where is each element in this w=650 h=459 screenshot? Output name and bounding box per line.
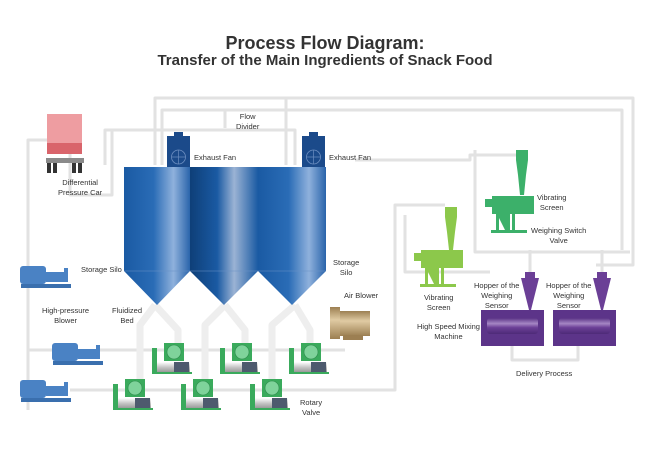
label-line: Fluidized <box>112 306 143 315</box>
label-rotary-valve: Rotary Valve <box>300 398 322 418</box>
label-storage-silo: Storage Silo <box>333 258 359 278</box>
rotary-valve[interactable] <box>152 343 192 374</box>
label-differential-pressure-car: Differential Pressure Car <box>58 178 102 198</box>
label-line: Vibrating <box>424 293 454 302</box>
label-line: Weighing <box>553 291 585 300</box>
label-hopper-weighing-sensor: Hopper of the Weighing Sensor <box>546 281 591 311</box>
weighing-sensor-hopper[interactable] <box>521 272 539 310</box>
rotary-valve[interactable] <box>250 379 290 410</box>
rotary-valve[interactable] <box>289 343 329 374</box>
label-flow-divider: Flow Divider <box>236 112 259 132</box>
pipe <box>473 150 630 254</box>
pipe-network <box>26 96 635 410</box>
label-line: Machine <box>434 332 463 341</box>
pipe <box>160 108 624 250</box>
exhaust-fan[interactable] <box>302 132 325 167</box>
label-line: Pressure Car <box>58 188 103 197</box>
label-line: Weighing <box>481 291 513 300</box>
label-high-pressure-blower: High-pressure Blower <box>42 306 89 326</box>
rotary-valve[interactable] <box>181 379 221 410</box>
label-delivery-process: Delivery Process <box>516 369 573 378</box>
label-line: Differential <box>62 178 98 187</box>
weighing-sensor-hopper[interactable] <box>593 272 611 310</box>
label-line: Rotary <box>300 398 323 407</box>
label-weighing-switch-valve: Weighing Switch Valve <box>531 226 586 246</box>
label-exhaust-fan: Exhaust Fan <box>194 153 237 162</box>
label-line: Storage <box>333 258 360 267</box>
label-line: Sensor <box>556 301 581 310</box>
vibrating-screen-upper[interactable] <box>485 150 534 233</box>
pipe <box>68 130 114 197</box>
label-line: Flow <box>239 112 256 121</box>
rotary-valve[interactable] <box>220 343 260 374</box>
differential-pressure-car[interactable] <box>46 114 84 173</box>
pipe <box>153 96 635 267</box>
high-speed-mixing-machine[interactable] <box>553 310 616 346</box>
storage-silo[interactable] <box>258 167 326 305</box>
diagram-title: Process Flow Diagram: <box>225 33 425 53</box>
high-speed-mixing-machine[interactable] <box>481 310 544 346</box>
label-line: High Speed Mixing <box>417 322 480 331</box>
label-storage-silo: Storage Silo <box>81 265 122 274</box>
label-vibrating-screen: Vibrating Screen <box>537 193 566 213</box>
storage-silo[interactable] <box>124 167 190 305</box>
label-line: Screen <box>539 203 564 212</box>
fluidized-bed-chutes <box>136 302 314 380</box>
label-line: Divider <box>236 122 260 131</box>
pipe <box>403 215 490 274</box>
label-line: Weighing Switch <box>531 226 587 235</box>
high-pressure-blowers <box>20 266 103 402</box>
rotary-valves <box>113 343 329 410</box>
label-line: Hopper of the <box>546 281 592 290</box>
label-line: Valve <box>301 408 321 417</box>
label-line: Sensor <box>484 301 509 310</box>
label-line: Bed <box>120 316 134 325</box>
pipe <box>103 128 297 165</box>
label-line: Valve <box>549 236 568 245</box>
label-line: Screen <box>426 303 451 312</box>
label-air-blower: Air Blower <box>344 291 379 300</box>
high-pressure-blower[interactable] <box>52 343 103 365</box>
rotary-valve[interactable] <box>113 379 153 410</box>
label-exhaust-fan: Exhaust Fan <box>329 153 372 162</box>
label-line: Blower <box>54 316 78 325</box>
diagram-subtitle: Transfer of the Main Ingredients of Snac… <box>157 52 493 69</box>
pipe <box>355 153 525 162</box>
label-line: Hopper of the <box>474 281 520 290</box>
vibrating-screen-lower[interactable] <box>414 207 463 287</box>
pipe <box>70 203 445 392</box>
air-blower[interactable] <box>330 307 370 340</box>
label-vibrating-screen: Vibrating Screen <box>424 293 453 313</box>
pipe <box>510 345 580 362</box>
label-fluidized-bed: Fluidized Bed <box>112 306 142 326</box>
storage-silo[interactable] <box>190 167 258 305</box>
label-line: Silo <box>339 268 353 277</box>
high-pressure-blower[interactable] <box>20 266 71 288</box>
exhaust-fan[interactable] <box>167 132 190 167</box>
label-high-speed-mixing-machine: High Speed Mixing Machine <box>417 322 480 342</box>
label-line: High-pressure <box>42 306 90 315</box>
high-pressure-blower[interactable] <box>20 380 71 402</box>
label-hopper-weighing-sensor: Hopper of the Weighing Sensor <box>474 281 519 311</box>
label-line: Vibrating <box>537 193 567 202</box>
